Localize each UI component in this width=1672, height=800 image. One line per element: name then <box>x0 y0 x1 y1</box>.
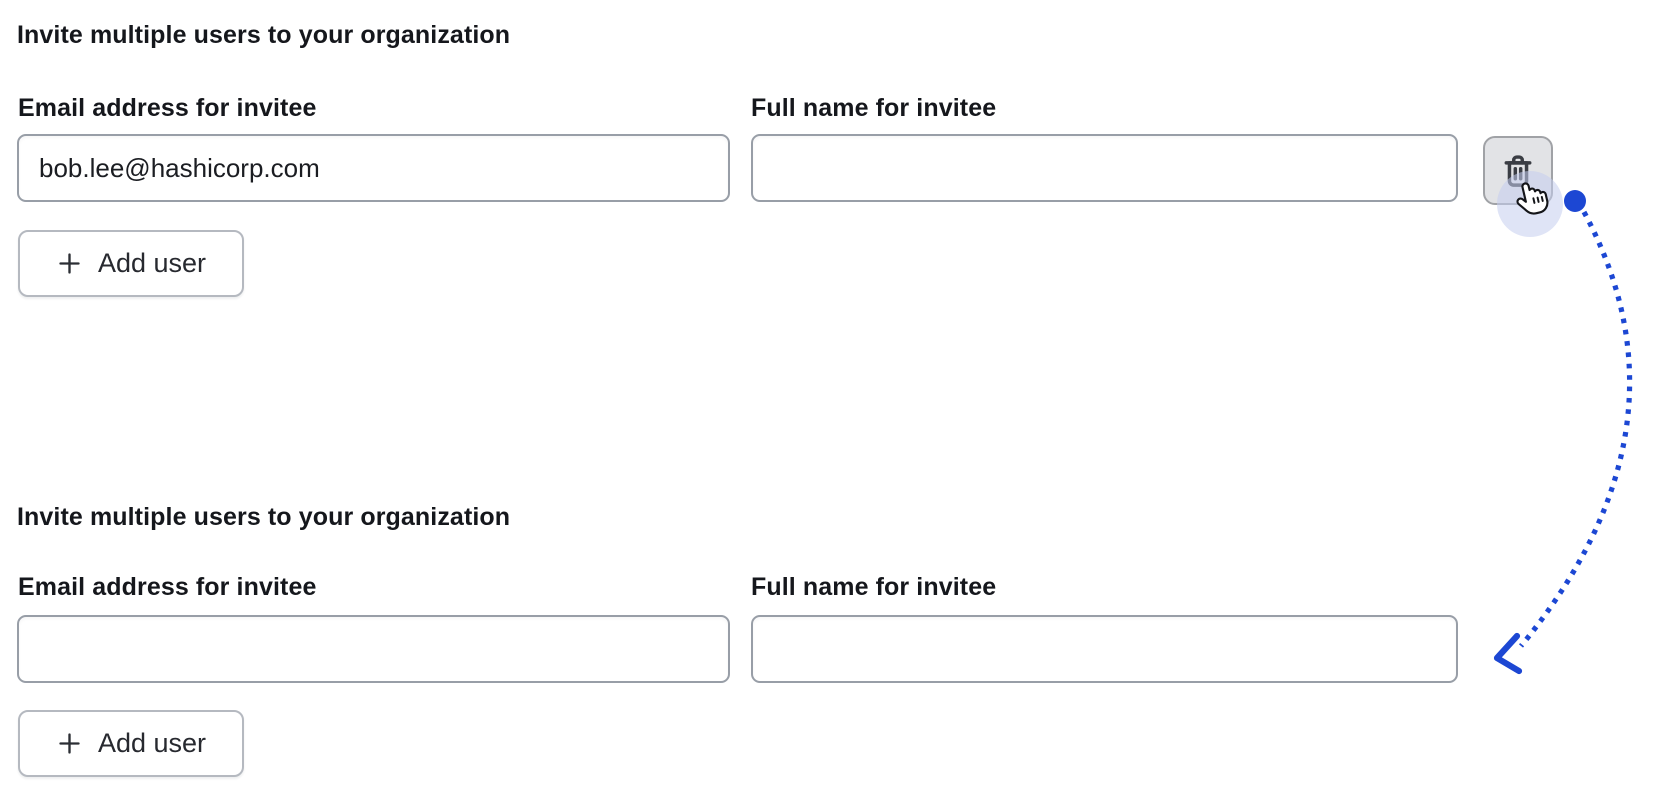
plus-icon <box>56 250 83 277</box>
email-field[interactable] <box>17 134 730 202</box>
full-name-field[interactable] <box>751 615 1458 683</box>
add-user-button[interactable]: Add user <box>18 710 244 777</box>
name-field-label: Full name for invitee <box>751 573 997 601</box>
email-field[interactable] <box>17 615 730 683</box>
add-user-button-label: Add user <box>97 248 207 278</box>
name-field-label: Full name for invitee <box>751 94 997 122</box>
add-user-button-label: Add user <box>97 728 207 758</box>
delete-user-row-button[interactable] <box>1483 136 1553 205</box>
plus-icon <box>56 730 83 757</box>
email-field-label: Email address for invitee <box>18 573 317 601</box>
invite-form-state-1: Invite multiple users to your organizati… <box>17 21 1553 297</box>
page-title: Invite multiple users to your organizati… <box>17 503 511 531</box>
email-field-label: Email address for invitee <box>18 94 317 122</box>
full-name-field[interactable] <box>751 134 1458 202</box>
trash-icon <box>1499 152 1537 190</box>
page-title: Invite multiple users to your organizati… <box>17 21 511 49</box>
invite-form-state-2: Invite multiple users to your organizati… <box>0 481 1672 800</box>
add-user-button[interactable]: Add user <box>18 230 244 297</box>
